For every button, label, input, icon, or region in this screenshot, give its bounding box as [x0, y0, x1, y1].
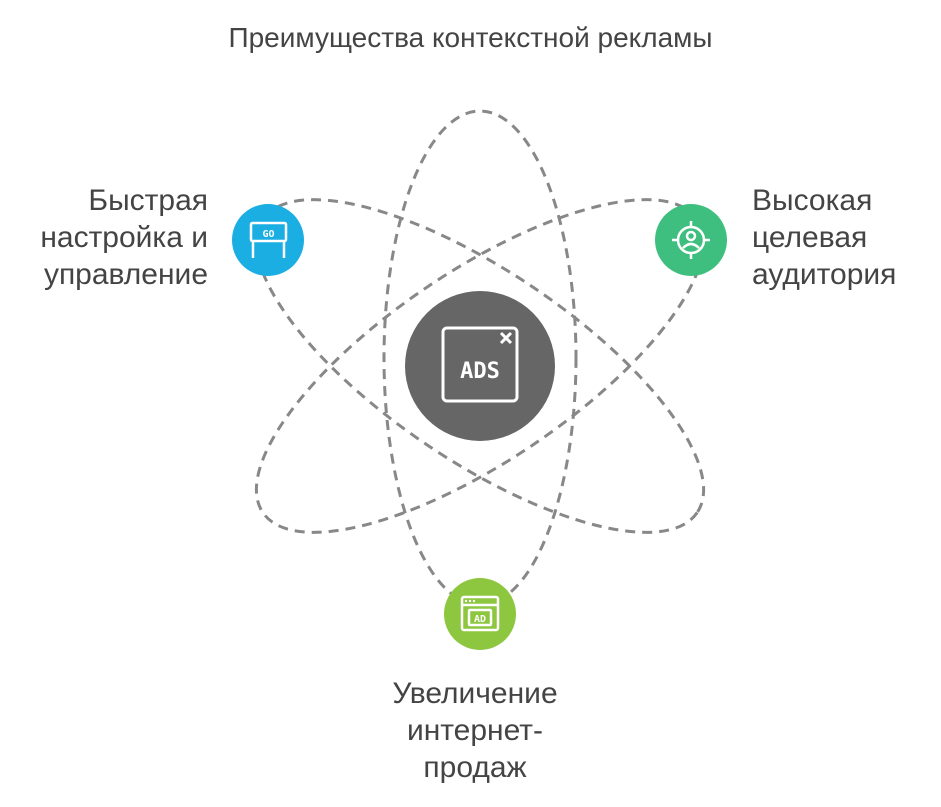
- label-quick-setup: Быстрая настройка и управление: [40, 184, 208, 291]
- ad-browser-text: AD: [474, 614, 486, 625]
- center-circle: [405, 291, 555, 441]
- center-icon-text: ADS: [460, 359, 500, 384]
- center-node: ADS: [405, 291, 555, 441]
- ad-browser-icon: [460, 595, 500, 632]
- node-bottom: AD: [444, 578, 516, 650]
- browser-dots: [464, 599, 476, 603]
- node-left: GO: [232, 204, 304, 276]
- label-sales-growth: Увеличение интернет- продаж: [392, 677, 558, 784]
- node-bottom-circle: [444, 578, 516, 650]
- orbit-vertical: [382, 109, 578, 607]
- node-right: [655, 204, 727, 276]
- label-target-audience: Высокая целевая аудитория: [752, 184, 897, 291]
- go-sign-icon: [249, 221, 288, 258]
- target-user-icon: [672, 221, 710, 259]
- ads-window-icon: [441, 326, 519, 403]
- orbit-diagonal-down: [254, 198, 706, 534]
- go-sign-text: GO: [262, 229, 274, 240]
- diagram-title: Преимущества контекстной рекламы: [228, 22, 713, 53]
